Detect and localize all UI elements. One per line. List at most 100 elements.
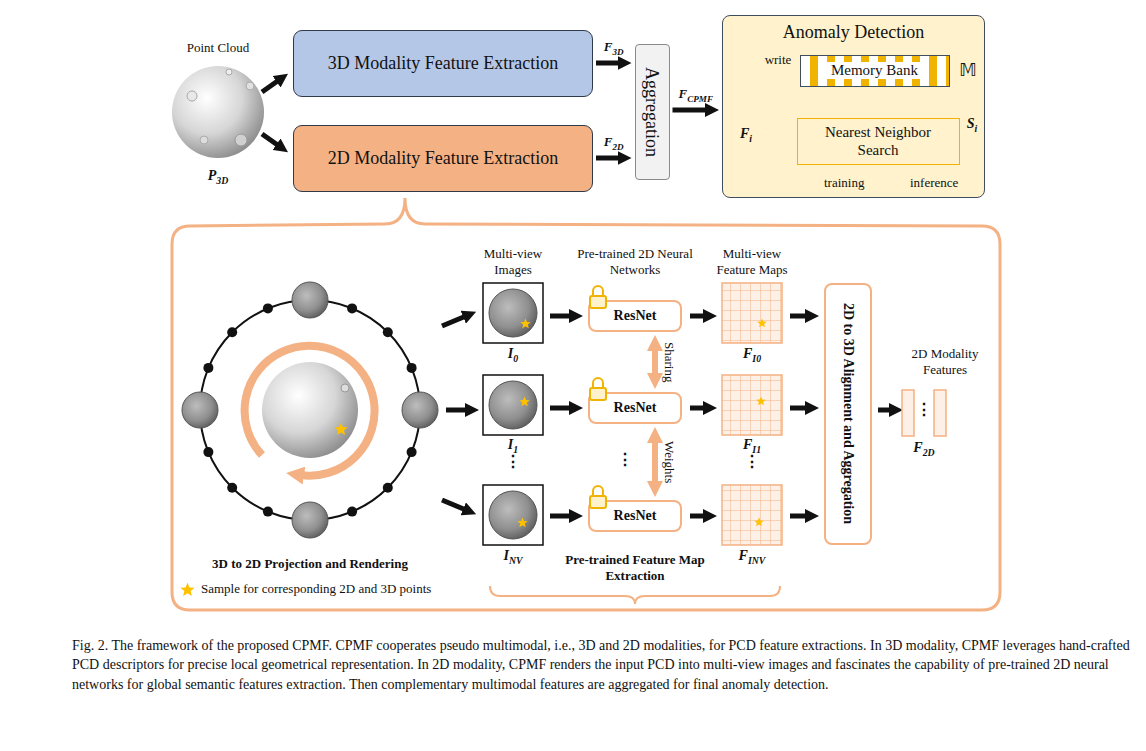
region-bracket <box>172 198 1000 610</box>
view-arrows-part <box>442 316 466 326</box>
legend-text: training <box>824 175 864 191</box>
node-text: 3D Modality Feature Extraction <box>328 53 558 74</box>
rendered-views-part <box>292 282 328 318</box>
label-text: FINV <box>739 548 766 567</box>
view-arrows-part <box>442 500 466 510</box>
region-bracket-part <box>172 198 1000 610</box>
view-arrows-part <box>790 314 808 319</box>
view-arrows-part <box>550 406 572 411</box>
figure-caption: Fig. 2. The framework of the proposed CP… <box>72 636 1138 694</box>
view-point <box>407 447 417 457</box>
label-text: ⋮ <box>617 450 633 469</box>
aggregation-box: Aggregation <box>635 44 670 180</box>
view-point <box>203 447 213 457</box>
subscript: 2D <box>923 447 935 458</box>
feature-maps-part <box>756 397 766 406</box>
connector <box>652 440 658 484</box>
view-arrows-part <box>790 406 808 411</box>
view-images-part <box>520 319 530 329</box>
view-images-part <box>519 397 529 407</box>
alignment-box: 2D to 3D Alignment and Aggregation <box>824 283 872 545</box>
label-text: 3D to 2D Projection and Rendering <box>212 556 408 572</box>
feature-bars-part <box>934 390 946 436</box>
anomaly-panel: Anomaly DetectionMemory BankNearest Neig… <box>722 15 985 198</box>
region-bracket-part <box>490 586 780 604</box>
view-arrows-part <box>690 406 706 411</box>
node-text: 2D to 3D Alignment and Aggregation <box>840 303 856 524</box>
node-text: Nearest Neighbor Search <box>804 124 953 159</box>
view-point <box>383 483 393 493</box>
node-text: 2D Modality Feature Extraction <box>328 148 558 169</box>
input-arrows <box>262 80 279 146</box>
view-point <box>263 507 273 517</box>
network-box: ResNet <box>588 392 682 424</box>
process-box: 3D Modality Feature Extraction <box>293 30 593 97</box>
edge-label: FCPMF <box>679 86 713 104</box>
network-box: ResNet <box>588 300 682 332</box>
feature-maps-part <box>722 283 782 343</box>
feature-maps <box>722 283 782 545</box>
lock-icon-part <box>593 286 603 296</box>
edge-label: Weights <box>661 441 677 483</box>
center-sphere-part <box>341 384 349 392</box>
center-sphere-part <box>262 362 358 458</box>
label-text: Multi-view Images <box>468 246 558 277</box>
label-text: F2D <box>913 440 934 459</box>
subscript: i <box>749 133 752 144</box>
label-text: FI1 <box>743 437 761 456</box>
point-cloud-sphere-part <box>187 91 197 101</box>
view-ring <box>200 300 420 520</box>
label-text: I0 <box>508 346 518 365</box>
subscript: 3D <box>613 47 624 57</box>
network-box: ResNet <box>588 500 682 532</box>
node-text: Aggregation <box>642 67 663 157</box>
view-arrows-part <box>690 314 706 319</box>
node-text: ResNet <box>614 400 657 416</box>
connector <box>673 108 709 113</box>
label-text: P3D <box>208 168 229 187</box>
legend-samples <box>180 583 194 596</box>
view-arrows-part <box>790 514 808 519</box>
feature-maps-part <box>722 485 782 545</box>
memory-bank: Memory Bank <box>800 55 950 87</box>
view-arrows-part <box>690 514 706 519</box>
edge-label: F2D <box>604 134 624 152</box>
legend-samples-part <box>180 583 194 596</box>
feature-maps-part <box>722 283 782 343</box>
view-point <box>407 363 417 373</box>
feature-maps-part <box>757 319 767 328</box>
input-arrows-part <box>262 80 279 92</box>
lock-icon-part <box>590 388 606 400</box>
lock-icon-part <box>590 496 606 508</box>
view-point <box>347 507 357 517</box>
view-images <box>483 283 543 545</box>
edge-label: F3D <box>604 39 624 57</box>
feature-maps-part <box>722 375 782 435</box>
view-arrows-part <box>446 408 468 413</box>
label-text: 2D Modality Features <box>895 346 995 377</box>
node-text: Memory Bank <box>827 62 922 79</box>
label-text: Fi <box>740 126 752 145</box>
point-cloud-sphere-part <box>200 136 208 144</box>
label-text: Pre-trained 2D Neural Networks <box>575 246 695 277</box>
subscript: 0 <box>513 353 518 364</box>
node-text: ResNet <box>614 508 657 524</box>
view-point <box>227 483 237 493</box>
feature-maps-part <box>722 375 782 435</box>
view-images-part <box>489 289 537 337</box>
connector <box>652 348 658 376</box>
view-point <box>263 303 273 313</box>
center-sphere <box>245 346 375 476</box>
input-arrows-part <box>262 134 279 146</box>
edge-label: Sharing <box>661 342 677 382</box>
view-images-part <box>489 381 537 429</box>
rendered-views-part <box>292 502 328 538</box>
connector <box>596 61 621 66</box>
view-point <box>347 303 357 313</box>
label-text: ⋮ <box>505 452 521 471</box>
connector <box>596 156 621 161</box>
feature-bars <box>902 390 946 436</box>
subscript: I0 <box>752 353 761 364</box>
view-images-part <box>483 485 543 545</box>
